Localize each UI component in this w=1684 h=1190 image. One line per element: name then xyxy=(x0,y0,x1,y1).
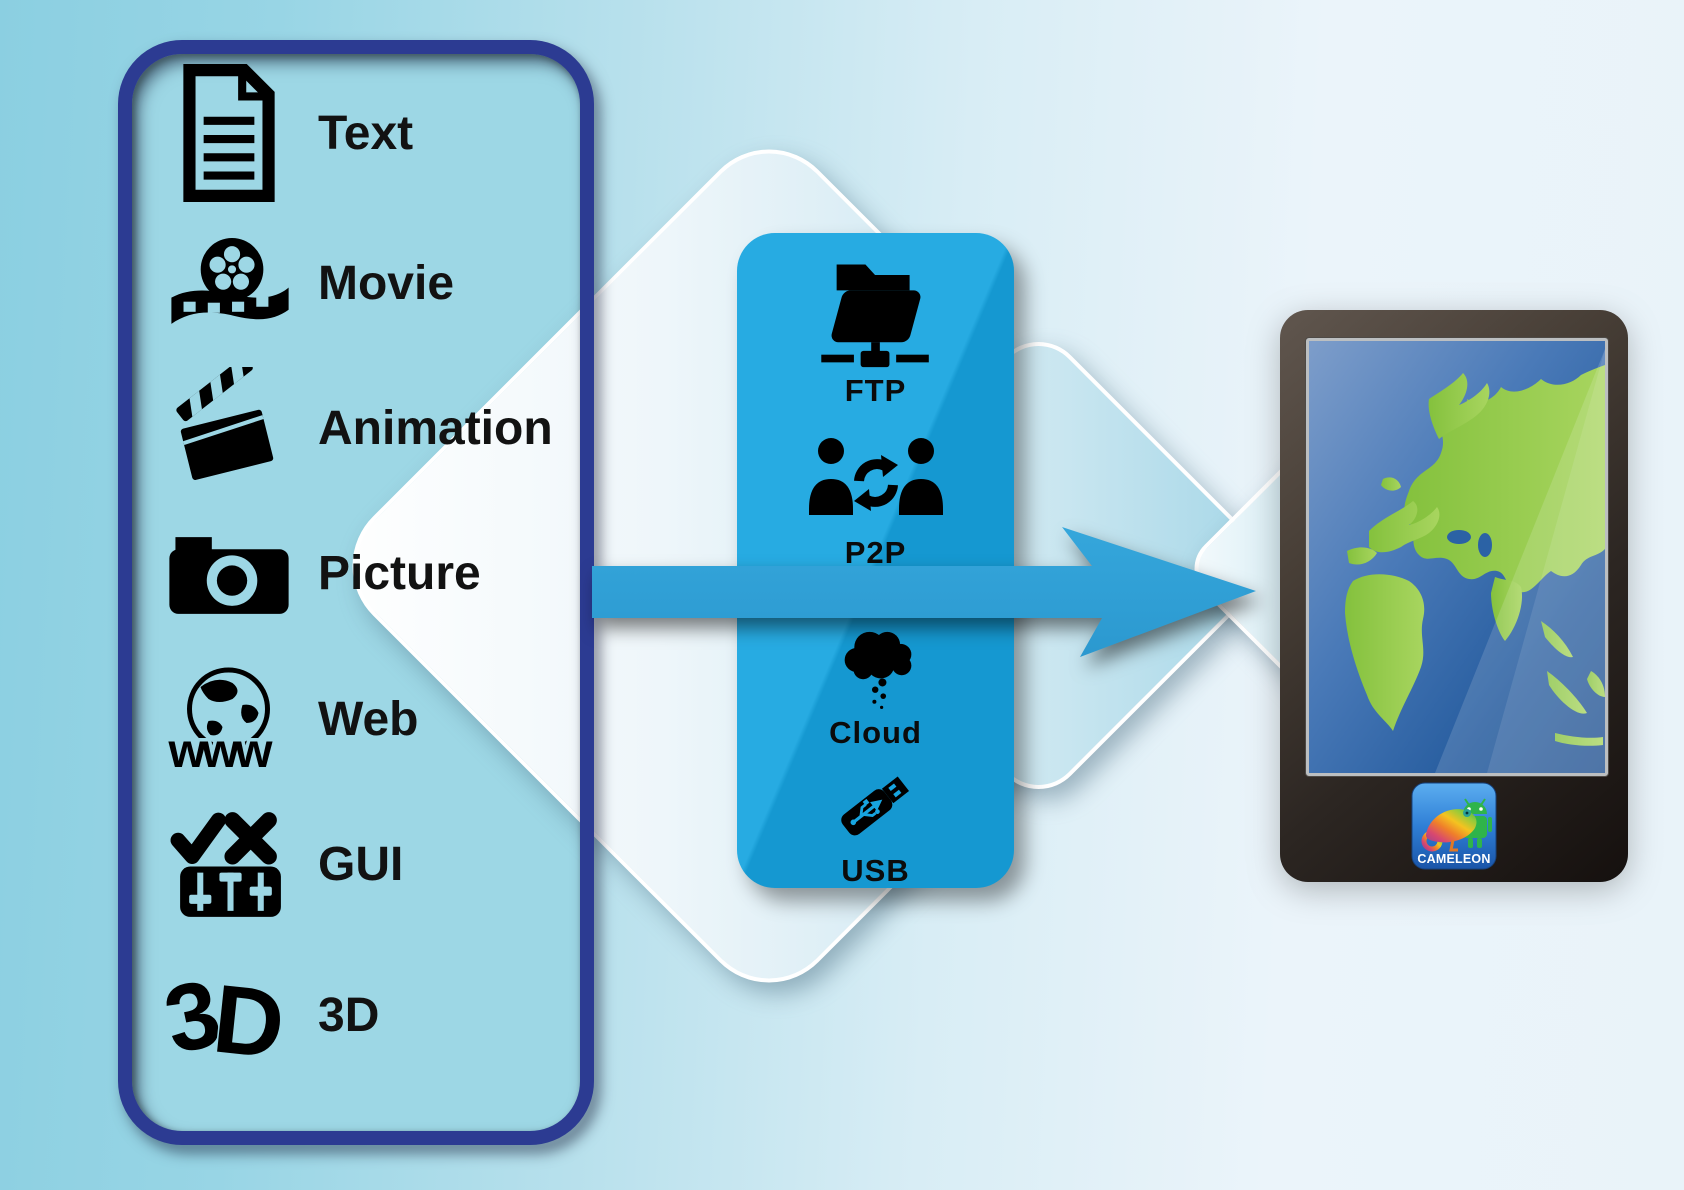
source-item-label: 3D xyxy=(318,988,380,1042)
chameleon-icon xyxy=(1421,809,1477,852)
transfer-panel: FTP P2P xyxy=(737,233,1014,888)
gui-controls-icon xyxy=(156,806,302,922)
source-item-web: www Web xyxy=(156,644,576,794)
source-item-movie: Movie xyxy=(156,208,576,358)
app-icon-label: CAMELEON xyxy=(1417,852,1490,866)
source-item-label: GUI xyxy=(318,837,404,891)
source-panel: Text Movie xyxy=(118,40,594,1145)
source-item-animation: Animation xyxy=(156,353,576,503)
transfer-item-label: P2P xyxy=(844,535,907,570)
transfer-item-label: FTP xyxy=(844,373,907,408)
clapperboard-icon xyxy=(156,367,302,489)
transfer-item-label: USB xyxy=(841,853,910,888)
film-reel-icon xyxy=(156,235,302,331)
flow-arrow-shape xyxy=(592,527,1256,657)
svg-text:D: D xyxy=(208,963,289,1068)
cloud-icon xyxy=(844,631,911,709)
source-item-label: Movie xyxy=(318,256,455,310)
source-item-3d: 3 D 3D xyxy=(156,940,576,1090)
tablet-screen xyxy=(1306,338,1608,776)
transfer-item-usb: USB xyxy=(737,755,1014,889)
source-item-text: Text xyxy=(156,58,576,208)
world-map xyxy=(1309,341,1605,773)
cameleon-app-icon: CAMELEON xyxy=(1411,782,1497,870)
svg-text:www: www xyxy=(168,725,274,775)
three-d-icon: 3 D xyxy=(156,962,302,1068)
document-icon xyxy=(156,62,302,204)
usb-flash-drive-icon xyxy=(840,776,909,836)
source-panel-border xyxy=(118,40,594,1145)
source-item-gui: GUI xyxy=(156,789,576,939)
flow-arrow xyxy=(592,521,1256,661)
source-item-picture: Picture xyxy=(156,498,576,648)
transfer-item-p2p: P2P xyxy=(737,433,1014,571)
source-item-label: Animation xyxy=(318,401,553,455)
transfer-item-ftp: FTP xyxy=(737,251,1014,409)
transfer-item-cloud: Cloud xyxy=(737,623,1014,751)
source-item-label: Web xyxy=(318,692,419,746)
globe-www-icon: www xyxy=(156,663,302,775)
transfer-item-label: Cloud xyxy=(829,715,922,750)
source-item-label: Picture xyxy=(318,546,481,600)
ftp-network-folder-icon xyxy=(820,264,929,368)
camera-icon xyxy=(156,525,302,621)
source-item-label: Text xyxy=(318,106,414,160)
p2p-sync-icon xyxy=(808,438,943,515)
tablet-device: CAMELEON xyxy=(1280,310,1628,882)
